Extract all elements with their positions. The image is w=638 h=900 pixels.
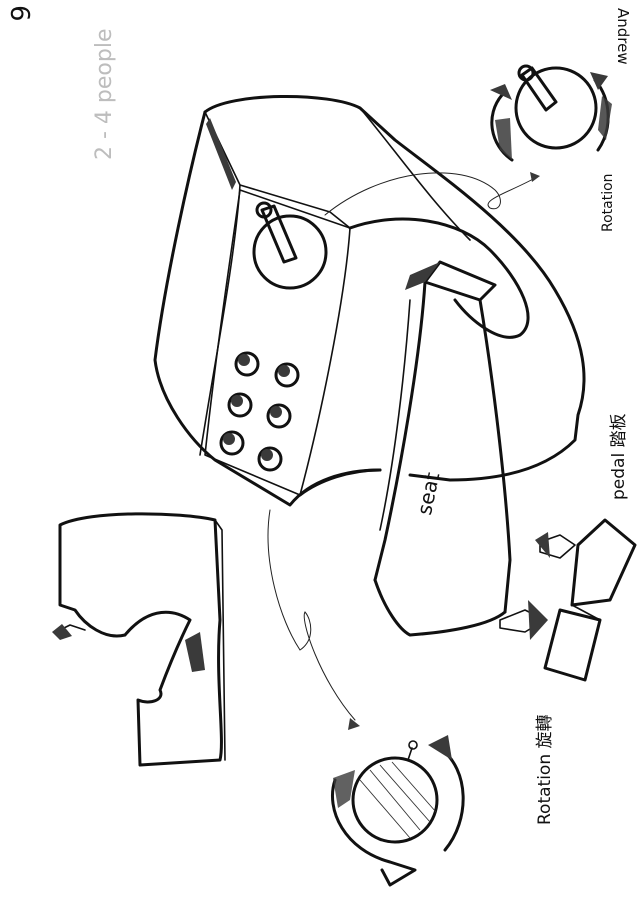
page-number: 6 [4,5,34,22]
rotation-label-bottom: Rotation 旋轉 [535,714,555,826]
arrowhead-icon [348,718,360,730]
knob [257,446,283,472]
connector-line-left [267,509,356,721]
knob [227,392,253,418]
pedal-group [499,518,637,682]
knob-grid [219,351,300,472]
seat-base-profile [52,512,226,767]
author-name: Andrew [614,8,632,65]
people-note: 2 - 4 people [92,28,117,160]
knob [266,403,292,429]
connector-line-top [324,172,536,216]
knob [274,362,300,388]
pedal-label: pedal 踏板 [609,413,629,500]
rotation-label-top: Rotation [600,173,616,232]
arrowhead-icon [530,172,540,182]
knob [234,351,260,377]
joystick-detail [490,64,612,162]
machine-body [153,94,586,637]
joystick [252,201,328,290]
knob [219,430,245,456]
rotation-ball [330,735,465,887]
